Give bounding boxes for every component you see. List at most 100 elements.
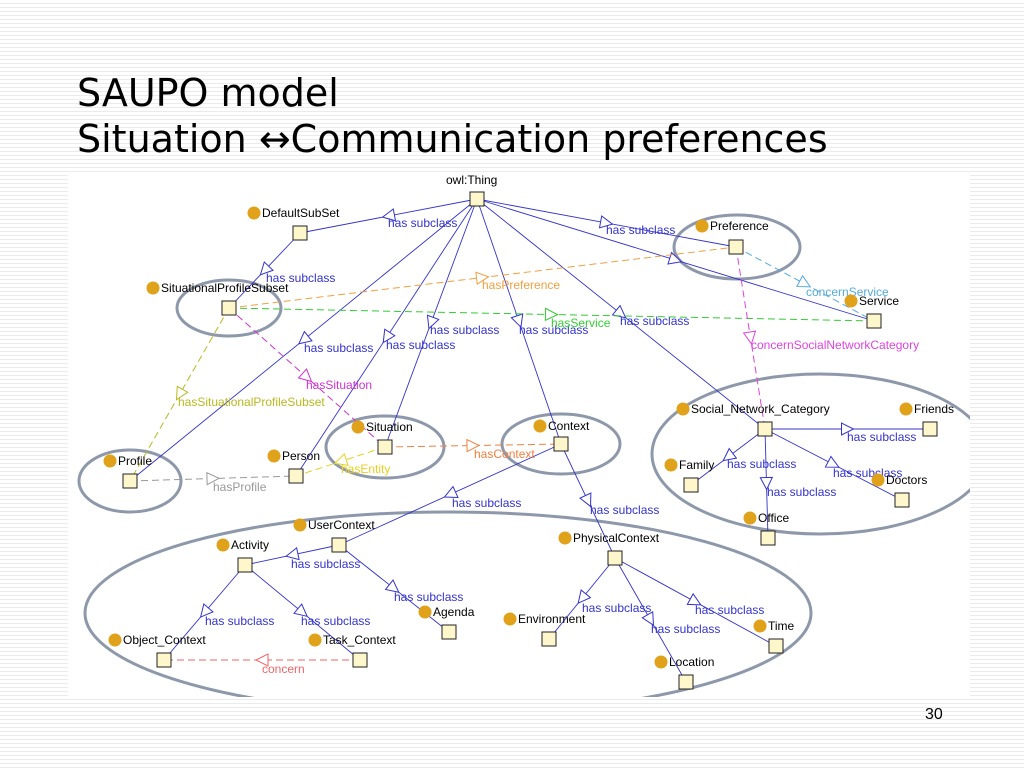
- node-box[interactable]: [156, 652, 172, 668]
- property-edge-label: hasSituation: [306, 378, 372, 392]
- subclass-edge-label: has subclass: [304, 341, 373, 355]
- node-thing[interactable]: owl:Thing: [446, 173, 497, 207]
- subclass-edge-label: has subclass: [386, 338, 455, 352]
- subclass-edge-label: has subclass: [590, 503, 659, 517]
- edge-arrowhead: [293, 603, 308, 618]
- node-label: Object_Context: [123, 633, 206, 647]
- node-box[interactable]: [757, 421, 773, 437]
- class-dot-icon: [654, 655, 668, 669]
- ontology-diagram-panel: has subclass has subclass has subclass has …: [68, 172, 970, 697]
- node-profile[interactable]: Profile: [103, 454, 153, 489]
- edge-arrowhead: [475, 271, 490, 286]
- node-box[interactable]: [292, 225, 308, 241]
- edge-arrowhead: [254, 653, 269, 667]
- node-service[interactable]: Service: [844, 294, 900, 329]
- node-doctors[interactable]: Doctors: [871, 473, 928, 508]
- class-dot-icon: [108, 633, 122, 647]
- node-defaultsubset[interactable]: DefaultSubSet: [247, 206, 341, 241]
- node-label: SituationalProfileSubset: [161, 281, 289, 295]
- class-dot-icon: [743, 511, 757, 525]
- subclass-edge-label: has subclass: [388, 216, 457, 230]
- node-label: Situation: [366, 420, 413, 434]
- node-snc[interactable]: Social_Network_Category: [676, 402, 830, 437]
- edge-arrowhead: [199, 603, 214, 618]
- node-location[interactable]: Location: [654, 655, 715, 690]
- subclass-edge-label: has subclass: [205, 614, 274, 628]
- edge-arrowhead: [841, 422, 855, 436]
- node-label: owl:Thing: [446, 173, 497, 187]
- class-dot-icon: [558, 531, 572, 545]
- node-box[interactable]: [221, 300, 237, 316]
- edge-arrowhead: [297, 368, 313, 383]
- node-label: Agenda: [433, 605, 475, 619]
- node-label: Office: [758, 511, 789, 525]
- node-family[interactable]: Family: [664, 458, 715, 493]
- node-sps[interactable]: SituationalProfileSubset: [146, 281, 290, 316]
- node-preference[interactable]: Preference: [695, 219, 770, 255]
- node-box[interactable]: [607, 550, 623, 566]
- edge-arrowhead: [722, 447, 738, 462]
- node-label: Location: [669, 655, 714, 669]
- subclass-edge-label: has subclass: [266, 271, 335, 285]
- node-physicalcontext[interactable]: PhysicalContext: [558, 531, 660, 566]
- node-label: Social_Network_Category: [691, 402, 830, 416]
- node-objectcontext[interactable]: Object_Context: [108, 633, 207, 668]
- class-dot-icon: [267, 449, 281, 463]
- class-dot-icon: [503, 612, 517, 626]
- node-time[interactable]: Time: [753, 619, 795, 654]
- node-box[interactable]: [331, 537, 347, 553]
- node-activity[interactable]: Activity: [216, 538, 270, 573]
- class-dot-icon: [676, 402, 690, 416]
- node-label: UserContext: [308, 518, 375, 532]
- node-friends[interactable]: Friends: [899, 402, 955, 437]
- node-usercontext[interactable]: UserContext: [293, 518, 376, 553]
- node-environment[interactable]: Environment: [503, 612, 587, 647]
- property-edge-label: hasPreference: [482, 278, 560, 292]
- node-office[interactable]: Office: [743, 511, 790, 546]
- class-dot-icon: [247, 206, 261, 220]
- node-box[interactable]: [541, 631, 557, 647]
- node-taskcontext[interactable]: Task_Context: [308, 633, 397, 668]
- node-box[interactable]: [288, 468, 304, 484]
- node-box[interactable]: [728, 239, 744, 255]
- node-box[interactable]: [922, 421, 938, 437]
- edge-arrowhead: [598, 215, 614, 229]
- class-dot-icon: [351, 420, 365, 434]
- node-box[interactable]: [760, 530, 776, 546]
- highlight-ellipse: [175, 278, 283, 338]
- subclass-edge-label: has subclass: [301, 614, 370, 628]
- edge-arrowhead: [667, 251, 683, 265]
- node-box[interactable]: [122, 473, 138, 489]
- node-box[interactable]: [866, 313, 882, 329]
- node-box[interactable]: [553, 436, 569, 452]
- subclass-edge-label: has subclass: [291, 557, 360, 571]
- edge-arrowhead: [544, 307, 559, 322]
- node-box[interactable]: [441, 624, 457, 640]
- page-number: 30: [925, 706, 943, 723]
- node-person[interactable]: Person: [267, 449, 321, 484]
- node-box[interactable]: [237, 557, 253, 573]
- node-box[interactable]: [678, 674, 694, 690]
- node-agenda[interactable]: Agenda: [418, 605, 475, 640]
- node-situation[interactable]: Situation: [351, 420, 413, 455]
- node-label: Task_Context: [323, 633, 396, 647]
- node-box[interactable]: [894, 492, 910, 508]
- node-label: Doctors: [886, 473, 927, 487]
- node-box[interactable]: [352, 652, 368, 668]
- node-box[interactable]: [683, 477, 699, 493]
- node-box[interactable]: [469, 191, 485, 207]
- node-box[interactable]: [768, 638, 784, 654]
- diagram-edges: has subclass has subclass has subclass has …: [129, 198, 930, 683]
- highlight-ellipse: [650, 372, 970, 536]
- edge-arrowhead: [443, 485, 459, 499]
- highlight-ellipse: [324, 414, 446, 480]
- property-edge-label: hasContext: [474, 447, 535, 461]
- node-context[interactable]: Context: [533, 419, 591, 452]
- subclass-edge-label: has subclass: [695, 603, 764, 617]
- edge-arrowhead: [175, 385, 189, 401]
- property-edge-label: concern: [262, 662, 305, 676]
- subclass-edge-label: has subclass: [727, 457, 796, 471]
- highlight-ellipse: [83, 510, 813, 697]
- node-box[interactable]: [377, 439, 393, 455]
- edge-arrowhead: [759, 476, 774, 491]
